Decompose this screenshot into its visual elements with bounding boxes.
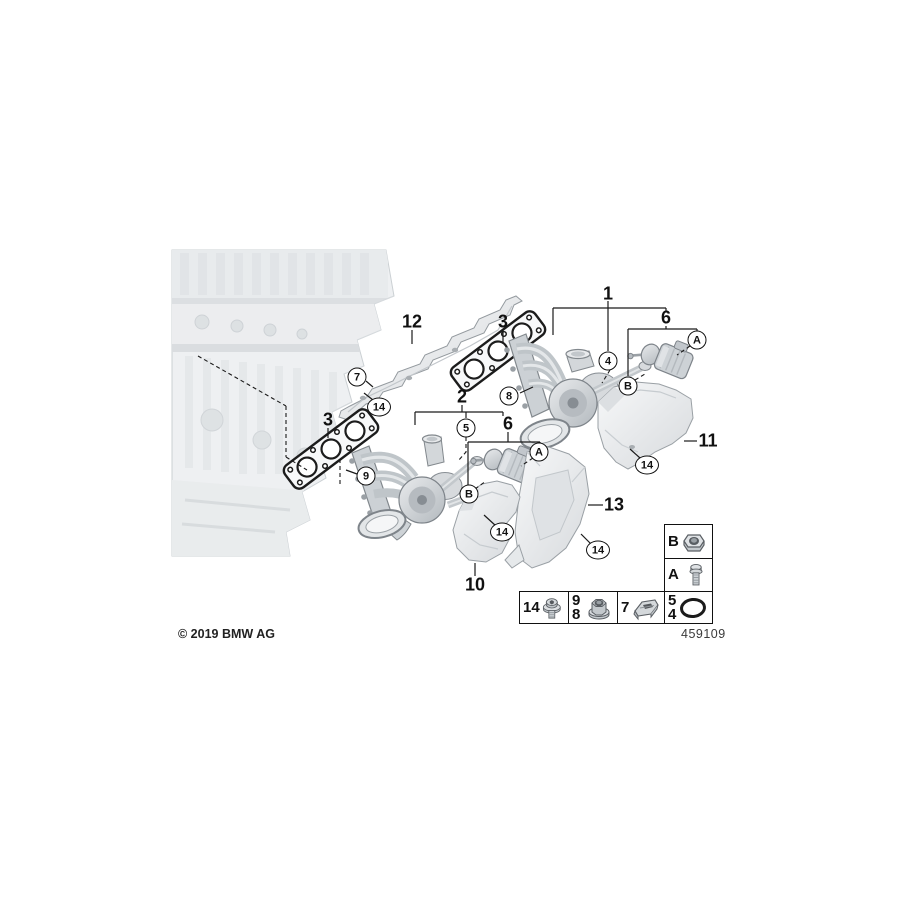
legend-label-7: 7 <box>621 598 630 616</box>
callout-10[interactable]: 10 <box>464 574 486 595</box>
ref-14-shield12[interactable]: 14 <box>367 397 391 417</box>
engine-block-illustration <box>171 249 395 557</box>
flange-nut-icon <box>588 598 610 619</box>
callout-6-middle[interactable]: 6 <box>502 413 514 434</box>
callout-3-lower[interactable]: 3 <box>322 409 334 430</box>
leader-lines <box>327 301 698 576</box>
callout-3-upper[interactable]: 3 <box>497 311 509 332</box>
ref-14-shield10[interactable]: 14 <box>490 522 514 542</box>
hex-nut-icon <box>683 533 705 552</box>
callout-12[interactable]: 12 <box>401 311 423 332</box>
callout-1[interactable]: 1 <box>602 283 614 304</box>
legend-cell-b[interactable]: B <box>664 524 713 559</box>
clamp-icon <box>633 598 659 620</box>
o-ring-icon <box>680 597 706 618</box>
callout-11[interactable]: 11 <box>698 430 718 451</box>
ref-b-upper[interactable]: B <box>618 376 638 396</box>
ref-7[interactable]: 7 <box>347 367 367 387</box>
callout-13[interactable]: 13 <box>603 494 625 515</box>
washer-screw-icon <box>542 597 561 619</box>
ref-4[interactable]: 4 <box>598 351 618 371</box>
legend-label-b: B <box>668 532 679 550</box>
legend-cell-14[interactable]: 14 <box>519 591 569 624</box>
callout-6-upper[interactable]: 6 <box>660 307 672 328</box>
legend-cell-7[interactable]: 7 <box>617 591 665 624</box>
legend-label-8: 8 <box>572 605 581 623</box>
heat-shield-11 <box>597 381 694 470</box>
ref-14-shield13[interactable]: 14 <box>586 540 610 560</box>
legend-label-14: 14 <box>523 598 540 616</box>
heat-shield-12 <box>338 295 523 421</box>
ref-a-upper[interactable]: A <box>687 330 707 350</box>
legend-cell-5-4[interactable]: 5 4 <box>664 591 713 624</box>
legend-label-4: 4 <box>668 605 677 623</box>
ref-14-shield11[interactable]: 14 <box>635 455 659 475</box>
ref-b-middle[interactable]: B <box>459 484 479 504</box>
legend-label-5: 5 <box>668 591 677 609</box>
ref-a-middle[interactable]: A <box>529 442 549 462</box>
dashed-reference-lines <box>197 345 691 490</box>
callout-2[interactable]: 2 <box>456 386 468 407</box>
legend-label-9: 9 <box>572 591 581 609</box>
diagram-number: 459109 <box>681 627 726 641</box>
legend-label-a: A <box>668 566 679 583</box>
ref-5[interactable]: 5 <box>456 418 476 438</box>
legend-cell-a[interactable]: A <box>664 558 713 592</box>
ref-8[interactable]: 8 <box>499 386 519 406</box>
heat-shield-13 <box>504 446 590 569</box>
ref-9[interactable]: 9 <box>356 466 376 486</box>
copyright-notice: © 2019 BMW AG <box>178 627 275 641</box>
bolt-icon <box>689 563 703 586</box>
legend-cell-9-8[interactable]: 9 8 <box>568 591 618 624</box>
